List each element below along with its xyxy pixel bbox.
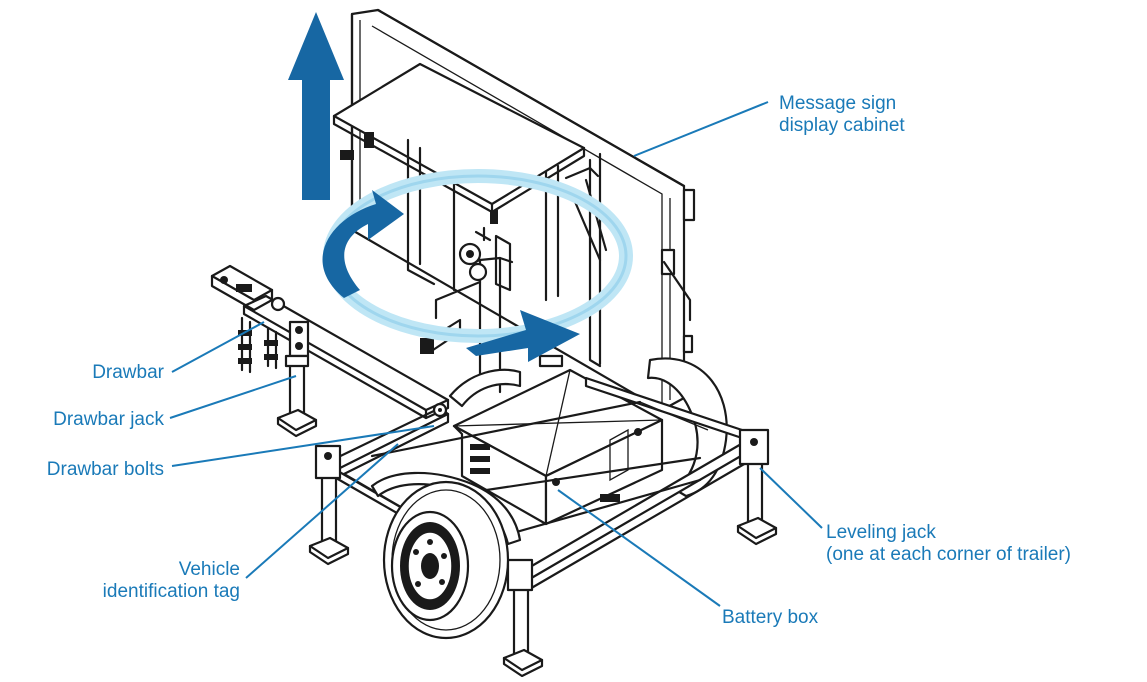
drawbar-jack — [276, 354, 318, 438]
label-drawbar-jack: Drawbar jack — [53, 409, 164, 431]
label-drawbar-bolts-text: Drawbar bolts — [46, 459, 164, 480]
label-leveling-jack: Leveling jack (one at each corner of tra… — [826, 522, 1071, 566]
label-message-sign-line2: display cabinet — [779, 115, 905, 136]
label-vehicle-tag-line2: identification tag — [102, 581, 240, 602]
label-drawbar-jack-text: Drawbar jack — [53, 409, 164, 430]
callout-lines — [169, 101, 823, 607]
rotate-arrow-icon — [322, 190, 580, 362]
label-battery-box: Battery box — [722, 607, 818, 629]
leveling-jack-rear-right — [736, 428, 778, 546]
label-battery-box-text: Battery box — [722, 607, 819, 628]
label-leveling-jack-line1: Leveling jack — [826, 522, 936, 543]
label-drawbar-bolts: Drawbar bolts — [47, 459, 164, 481]
label-message-sign-line1: Message sign — [779, 93, 897, 114]
solar-panel — [332, 62, 586, 224]
rear-fender — [448, 357, 728, 498]
label-message-sign: Message sign display cabinet — [779, 93, 905, 137]
label-vehicle-tag-line1: Vehicle — [178, 559, 240, 580]
leveling-jack-front-left — [308, 444, 350, 566]
mast-frame — [406, 138, 602, 394]
leveling-jack-rear-left — [502, 558, 544, 678]
lift-arrow-icon — [288, 12, 344, 200]
wheel — [370, 471, 522, 640]
label-vehicle-tag: Vehicle identification tag — [103, 559, 240, 603]
label-leveling-jack-line2: (one at each corner of trailer) — [826, 544, 1072, 565]
label-drawbar: Drawbar — [92, 362, 164, 384]
label-drawbar-text: Drawbar — [92, 362, 164, 383]
drawbar — [210, 264, 450, 420]
